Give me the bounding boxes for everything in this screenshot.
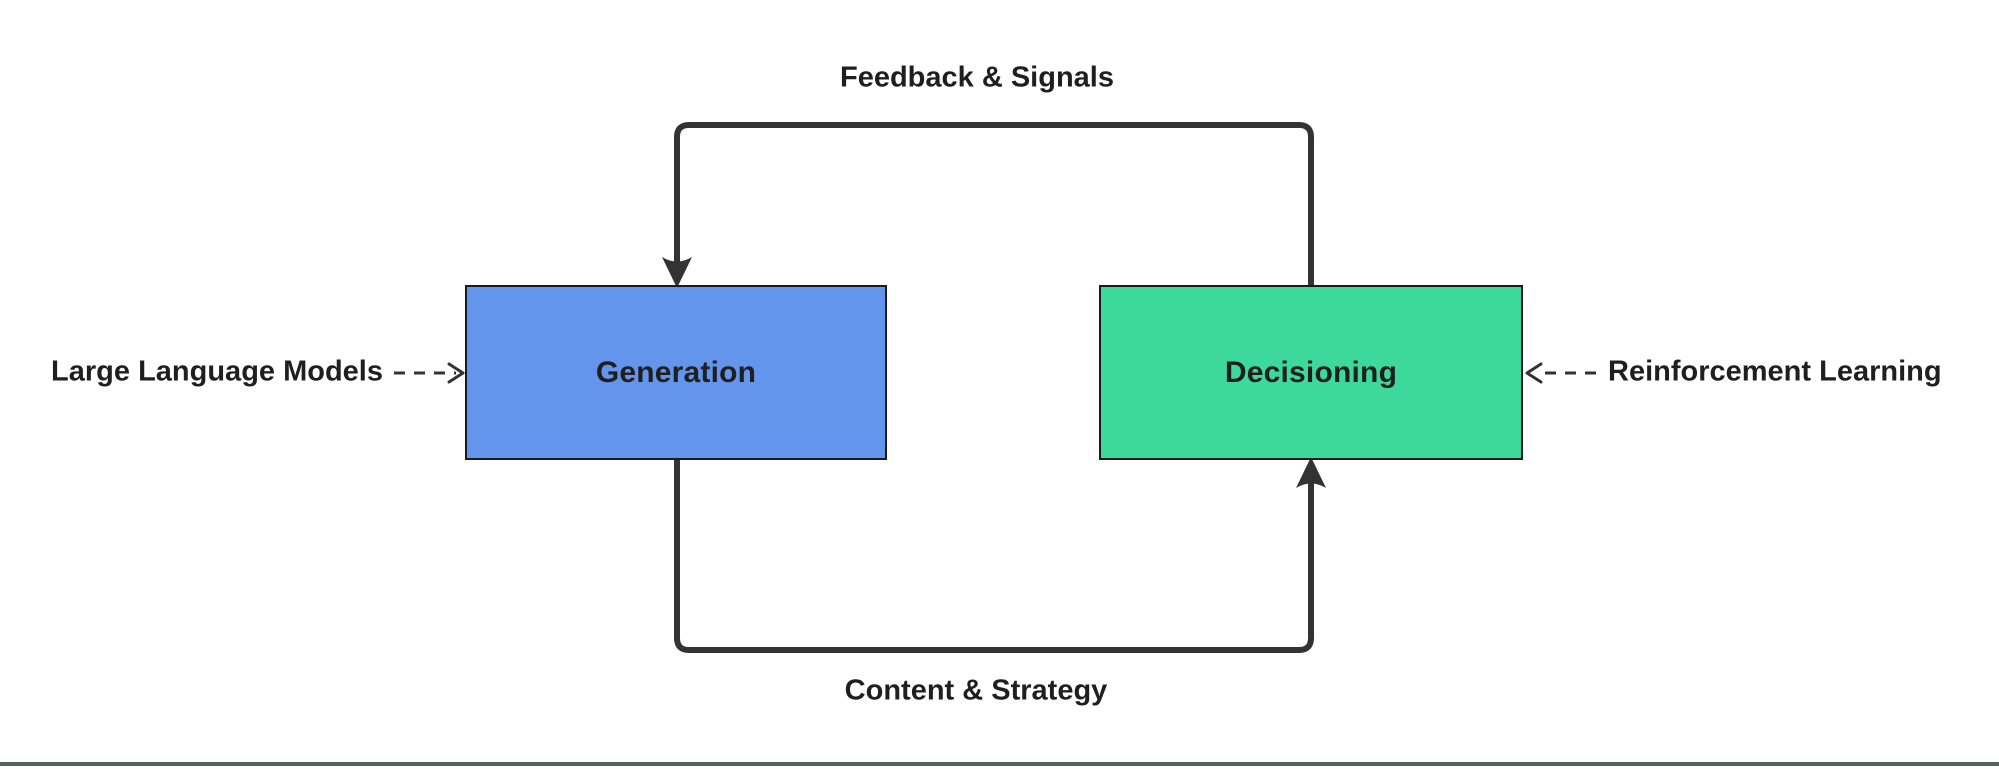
node-decisioning-label: Decisioning [1224, 355, 1398, 389]
node-decisioning: Decisioning [1099, 285, 1523, 460]
rl-input-label: Reinforcement Learning [1608, 355, 1942, 388]
node-generation: Generation [465, 285, 887, 460]
llm-input-label: Large Language Models [51, 355, 383, 388]
feedback-edge-label: Feedback & Signals [840, 61, 1114, 94]
llm-arrowhead-icon [447, 362, 465, 384]
feedback-edge-arrowhead-icon [662, 257, 692, 288]
rl-arrowhead-icon [1525, 362, 1543, 384]
content-edge-label: Content & Strategy [844, 674, 1108, 707]
bottom-divider [0, 762, 1999, 766]
feedback-edge-line [674, 122, 1314, 288]
content-edge-line [674, 457, 1314, 653]
node-generation-label: Generation [595, 355, 757, 389]
content-edge-arrowhead-icon [1296, 457, 1326, 488]
